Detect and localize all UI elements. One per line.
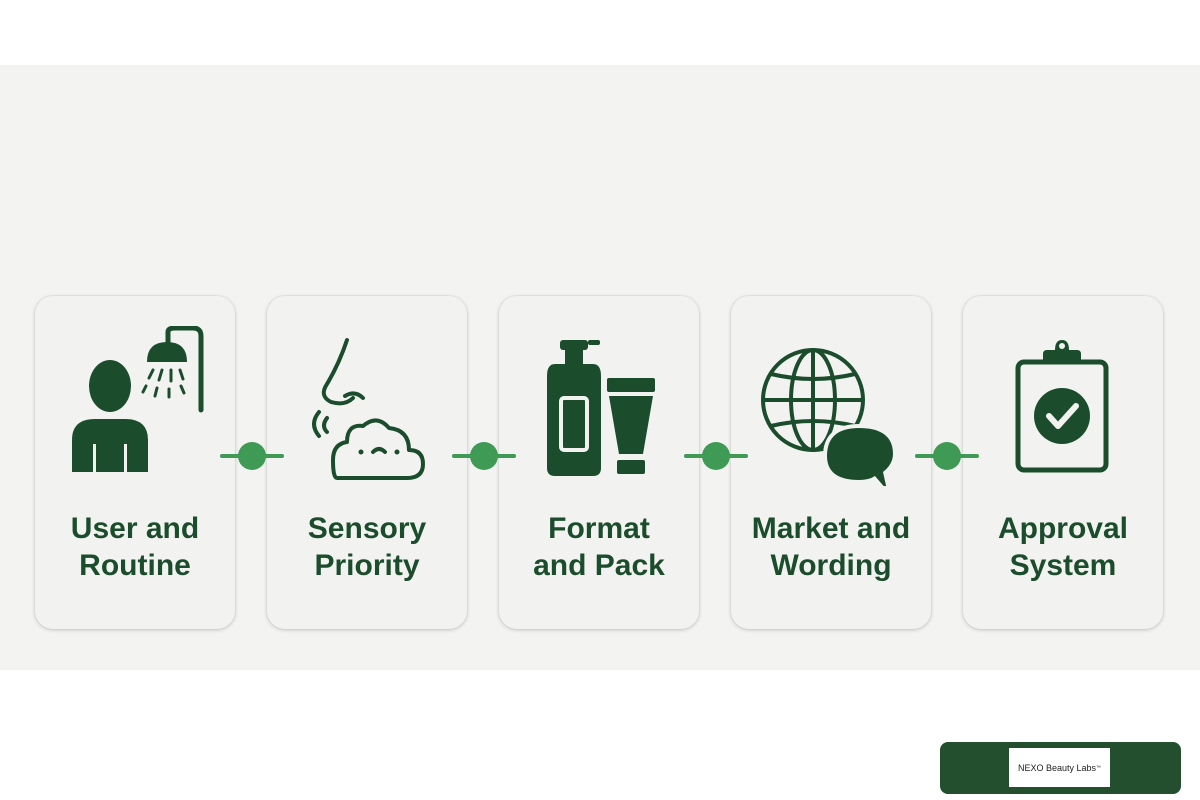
connector-2 bbox=[452, 441, 516, 471]
clipboard-check-icon bbox=[1015, 340, 1109, 473]
connector-dot bbox=[470, 442, 498, 470]
connector-4 bbox=[915, 441, 979, 471]
connector-1 bbox=[220, 441, 284, 471]
connector-3 bbox=[684, 441, 748, 471]
bottle-tube-icon bbox=[547, 340, 655, 476]
globe-speech-icon bbox=[761, 348, 898, 486]
connector-dot bbox=[238, 442, 266, 470]
connector-dot bbox=[702, 442, 730, 470]
user-shower-icon bbox=[72, 326, 204, 472]
nose-cloud-icon bbox=[312, 338, 425, 480]
trademark-symbol: ™ bbox=[1096, 764, 1102, 771]
brand-logo-text: NEXO Beauty Labs bbox=[1017, 762, 1097, 773]
connector-dot bbox=[933, 442, 961, 470]
